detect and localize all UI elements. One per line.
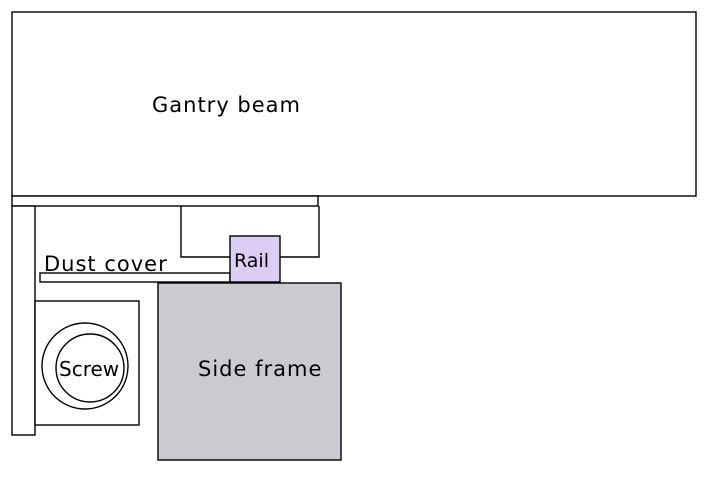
side-frame-shape	[157, 282, 342, 461]
rail-label: Rail	[234, 250, 269, 272]
gantry-beam-shape	[11, 11, 697, 197]
side-frame-label: Side frame	[198, 357, 322, 381]
gantry-beam-label: Gantry beam	[152, 93, 301, 117]
screw-label: Screw	[59, 357, 119, 381]
rail-shape	[229, 235, 281, 283]
dust-cover-label: Dust cover	[44, 252, 168, 276]
screw-inner-circle	[55, 333, 125, 403]
left-vertical-plate	[11, 205, 36, 436]
carriage-bracket	[180, 206, 230, 258]
beam-mounting-plate	[11, 195, 319, 207]
carriage-bracket-right	[280, 206, 320, 258]
